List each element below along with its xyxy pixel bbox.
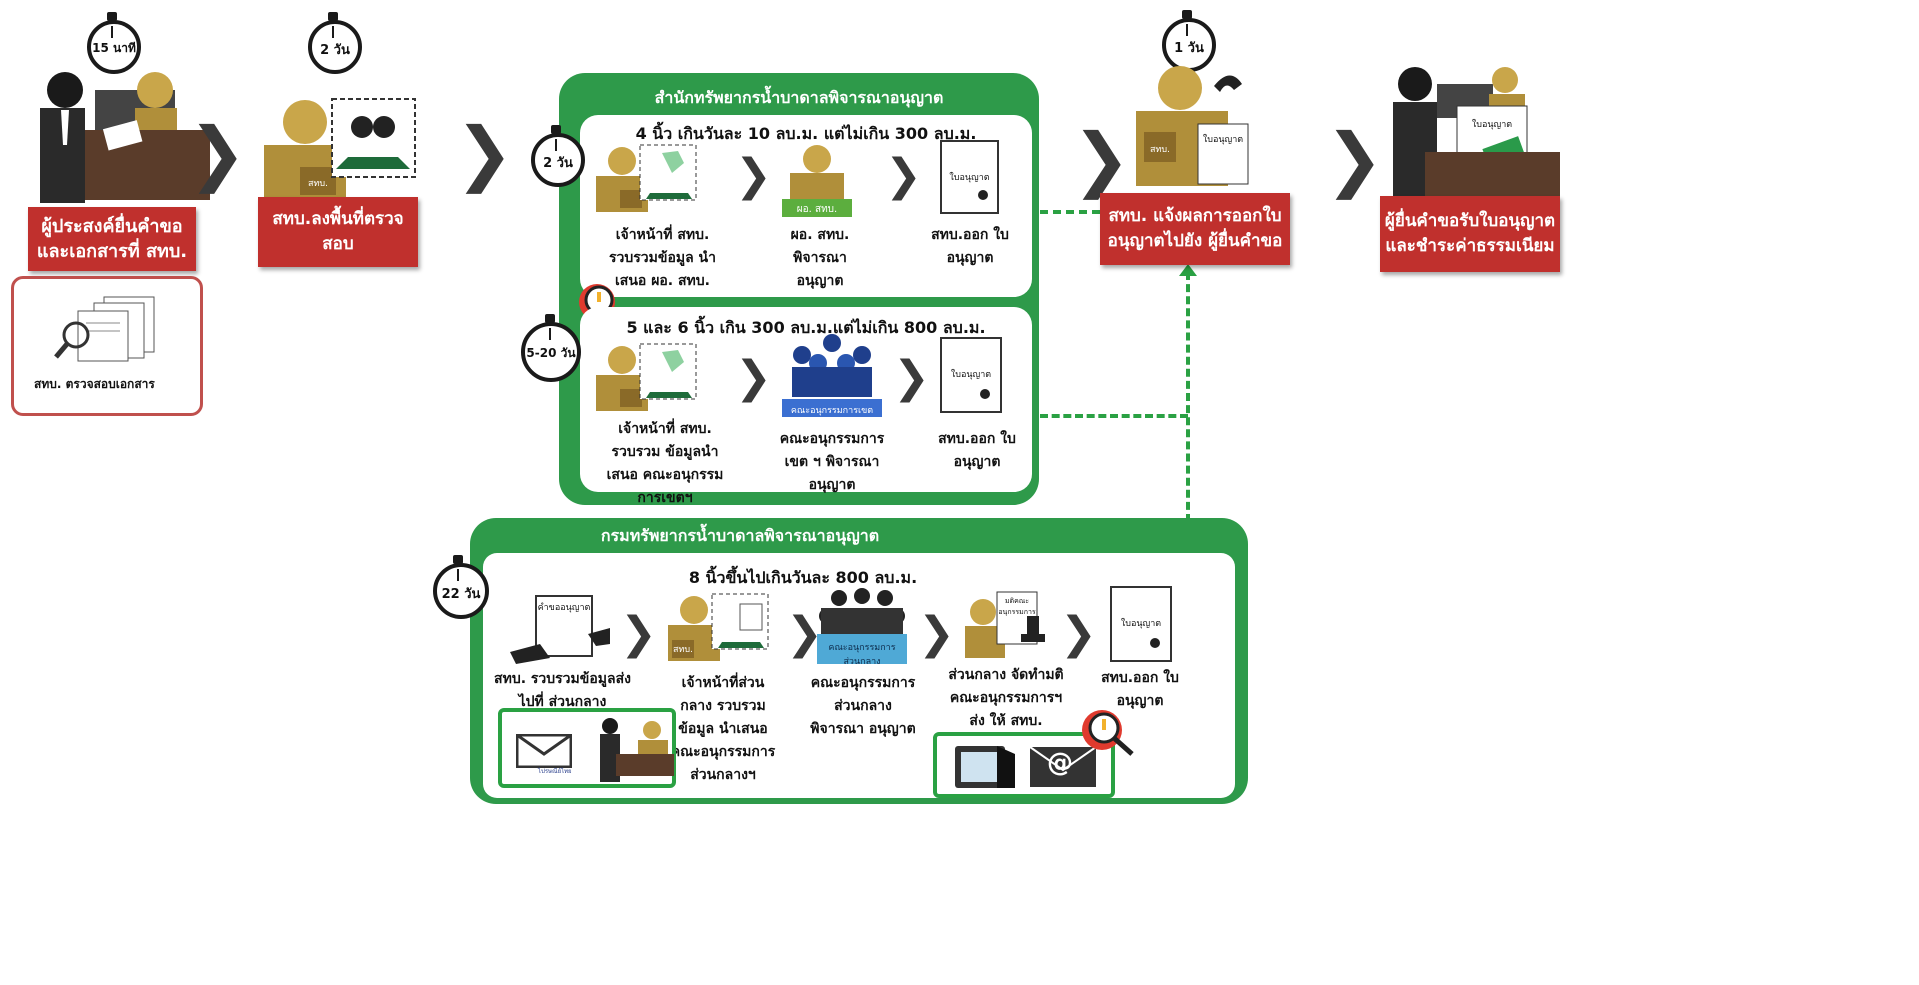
chevron-icon: ❯ [620, 608, 657, 659]
license-doc-row1: ใบอนุญาต [940, 140, 999, 214]
timer-district-large: 5-20 วัน [521, 314, 581, 382]
director-illustration [782, 145, 852, 217]
district-row2-title: 5 และ 6 นิ้ว เกิน 300 ลบ.ม.แต่ไม่เกิน 80… [626, 318, 986, 337]
district-row2-cap1: เจ้าหน้าที่ สทบ. รวบรวม ข้อมูลนำเสนอ คณะ… [606, 421, 724, 506]
connector-row1 [1040, 210, 1100, 214]
timer-district-small: 2 วัน [531, 125, 585, 187]
receive-illustration [1393, 67, 1560, 197]
timer-step2-label: 2 วัน [320, 43, 350, 58]
connector-vertical [1186, 272, 1190, 522]
resolution-stamp-illustration [965, 591, 1045, 658]
district-row2-cap2: คณะอนุกรรมการเขต ฯ พิจารณาอนุญาต [779, 431, 885, 493]
request-doc-label: คำขออนุญาต [537, 603, 591, 613]
license-doc-row2: ใบอนุญาต [940, 337, 1002, 413]
search-alert-icon [1082, 710, 1134, 756]
step-submit: ผู้ประสงค์ยื่นคำขอและเอกสารที่ สทบ. [28, 207, 196, 271]
district-row1-cap3: สทบ.ออก ใบอนุญาต [931, 227, 1009, 266]
chevron-icon: ❯ [735, 150, 772, 201]
resolution-stamp-label: มติคณะ อนุกรรมการ [998, 597, 1036, 616]
inspect-illustration [264, 98, 416, 201]
chevron-icon: ❯ [885, 150, 922, 201]
step-inspect: สทบ.ลงพื้นที่ตรวจสอบ [258, 197, 418, 267]
committee-label: คณะอนุกรรมการเขต [790, 406, 874, 416]
license-doc-department: ใบอนุญาต [1110, 586, 1172, 662]
step-notify: สทบ. แจ้งผลการออกใบอนุญาตไปยัง ผู้ยื่นคำ… [1100, 193, 1290, 265]
chevron-icon: ❯ [1072, 118, 1131, 200]
director-label: ผอ. สทบ. [796, 204, 838, 215]
timer-notify-label: 1 วัน [1174, 41, 1204, 56]
committee-illustration [782, 334, 882, 417]
connector-row2 [1040, 414, 1188, 418]
tablet-icon [955, 746, 1015, 788]
notify-box-label: สทบ. [1150, 145, 1170, 155]
district-row1-cap1: เจ้าหน้าที่ สทบ. รวบรวมข้อมูล นำเสนอ ผอ.… [609, 227, 716, 289]
officer-map-illustration [596, 343, 697, 411]
chevron-icon: ❯ [893, 352, 930, 403]
department-cap4: ส่วนกลาง จัดทำมติ คณะอนุกรรมการฯ ส่ง ให้… [948, 667, 1064, 729]
district-row2-cap3: สทบ.ออก ใบอนุญาต [938, 431, 1016, 470]
license-doc-label: ใบอนุญาต [1120, 619, 1162, 629]
timer-notify: 1 วัน [1162, 10, 1216, 72]
central-officer-illustration [668, 593, 769, 661]
request-hand-illustration [510, 595, 610, 664]
district-row1-title: 4 นิ้ว เกินวันละ 10 ลบ.ม. แต่ไม่เกิน 300… [635, 124, 977, 143]
notify-doc-label: ใบอนุญาต [1202, 135, 1244, 145]
step-submit-label: ผู้ประสงค์ยื่นคำขอและเอกสารที่ สทบ. [36, 216, 188, 262]
department-cap2: เจ้าหน้าที่ส่วนกลาง รวบรวมข้อมูล นำเสนอ … [670, 675, 776, 783]
district-row1-cap2: ผอ. สทบ. พิจารณาอนุญาต [790, 227, 850, 289]
timer-department: 22 วัน [433, 555, 489, 619]
submit-illustration [40, 72, 210, 203]
officer-map-illustration [596, 144, 697, 212]
doc-check-box: สทบ. ตรวจสอบเอกสาร [11, 276, 203, 416]
electronic-delivery-box: @ [933, 732, 1115, 798]
email-at-symbol: @ [1047, 748, 1073, 778]
license-doc-label: ใบอนุญาต [949, 173, 990, 183]
seal-icon [980, 389, 990, 399]
chevron-icon: ❯ [1060, 608, 1097, 659]
doc-check-caption: สทบ. ตรวจสอบเอกสาร [34, 377, 155, 391]
central-officer-box-label: สทบ. [673, 645, 693, 655]
department-cap5: สทบ.ออก ใบอนุญาต [1101, 670, 1179, 709]
magnifier-documents-icon [54, 296, 155, 362]
timer-step1: 15 นาที [87, 12, 141, 74]
seal-icon [1150, 638, 1160, 648]
mail-delivery-box: ไปรษณีย์ไทย [498, 708, 676, 788]
timer-district-large-label: 5-20 วัน [526, 346, 576, 360]
central-committee-label: คณะอนุกรรมการ ส่วนกลาง [828, 643, 896, 667]
chevron-icon: ❯ [455, 112, 514, 194]
department-panel-title: กรมทรัพยากรน้ำบาดาลพิจารณาอนุญาต [600, 526, 880, 545]
district-panel-title: สำนักทรัพยากรน้ำบาดาลพิจารณาอนุญาต [654, 88, 944, 107]
chevron-icon: ❯ [1325, 118, 1384, 200]
timer-district-small-label: 2 วัน [543, 156, 573, 171]
chevron-icon: ❯ [188, 112, 247, 194]
timer-step1-label: 15 นาที [92, 41, 136, 55]
notify-illustration [1136, 66, 1249, 186]
timer-department-label: 22 วัน [441, 587, 481, 602]
receive-doc-label: ใบอนุญาต [1471, 120, 1513, 130]
post-logo-label: ไปรษณีย์ไทย [538, 768, 572, 775]
department-cap1: สทบ. รวบรวมข้อมูลส่งไปที่ ส่วนกลาง [494, 671, 631, 710]
central-committee-illustration [817, 588, 907, 664]
arrow-up-icon [1179, 264, 1197, 276]
department-row-title: 8 นิ้วขึ้นไปเกินวันละ 800 ลบ.ม. [688, 568, 918, 587]
department-cap3: คณะอนุกรรมการ ส่วนกลางพิจารณา อนุญาต [810, 675, 916, 737]
step-inspect-label: สทบ.ลงพื้นที่ตรวจสอบ [272, 209, 404, 254]
license-doc-label: ใบอนุญาต [950, 370, 992, 380]
chevron-icon: ❯ [786, 608, 823, 659]
timer-step2: 2 วัน [308, 12, 362, 74]
email-envelope-icon [1029, 746, 1097, 787]
chevron-icon: ❯ [918, 608, 955, 659]
seal-icon [978, 190, 988, 200]
chevron-icon: ❯ [735, 352, 772, 403]
step-notify-label: สทบ. แจ้งผลการออกใบอนุญาตไปยัง ผู้ยื่นคำ… [1107, 206, 1283, 251]
step-receive: ผู้ยื่นคำขอรับใบอนุญาตและชำระค่าธรรมเนีย… [1380, 196, 1560, 272]
inspect-box-label: สทบ. [308, 179, 328, 189]
clerk-desk-icon [600, 718, 674, 782]
mail-envelope-icon [516, 734, 572, 768]
step-receive-label: ผู้ยื่นคำขอรับใบอนุญาตและชำระค่าธรรมเนีย… [1384, 211, 1556, 256]
